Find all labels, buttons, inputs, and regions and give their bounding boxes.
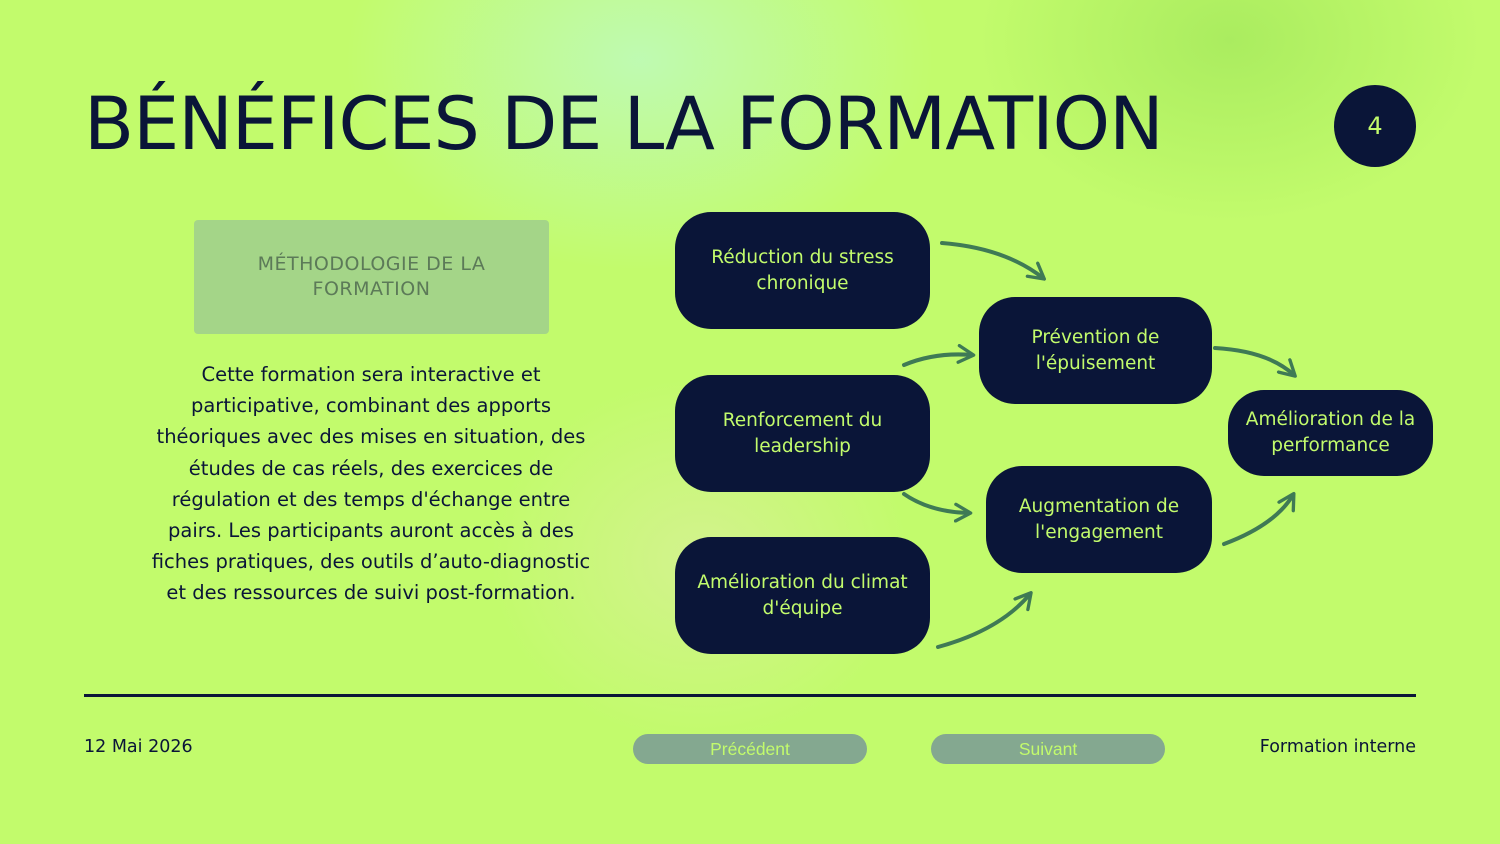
- node-team-climate: Amélioration du climat d'équipe: [675, 537, 930, 654]
- methodology-heading: MÉTHODOLOGIE DE LA FORMATION: [257, 253, 486, 300]
- arrow-leadership-to-engagement: [902, 492, 973, 523]
- node-prevention-label: Prévention de l'épuisement: [1031, 326, 1160, 374]
- node-leadership: Renforcement du leadership: [675, 375, 930, 492]
- node-burnout-prevention: Prévention de l'épuisement: [979, 297, 1212, 404]
- footer-divider: [84, 694, 1416, 697]
- arrow-climat-to-engagement: [936, 591, 1033, 649]
- node-leadership-label: Renforcement du leadership: [722, 409, 883, 457]
- arrow-leadership-to-prevention: [902, 343, 976, 367]
- node-stress-reduction: Réduction du stress chronique: [675, 212, 930, 329]
- previous-button[interactable]: Précédent: [633, 734, 867, 764]
- node-stress-label: Réduction du stress chronique: [711, 246, 894, 294]
- arrow-engagement-to-performance: [1222, 491, 1296, 546]
- arrow-stress-to-prevention: [940, 241, 1046, 281]
- node-engagement: Augmentation de l'engagement: [986, 466, 1212, 573]
- node-engagement-label: Augmentation de l'engagement: [1018, 495, 1180, 543]
- footer-brand: Formation interne: [1259, 737, 1416, 757]
- node-performance-label: Amélioration de la performance: [1245, 409, 1416, 456]
- page-number-badge: 4: [1334, 85, 1416, 167]
- slide-title: BÉNÉFICES DE LA FORMATION: [84, 82, 1164, 167]
- footer-date: 12 Mai 2026: [84, 737, 193, 757]
- arrow-prevention-to-performance: [1213, 346, 1297, 378]
- next-button[interactable]: Suivant: [931, 734, 1165, 764]
- node-climat-label: Amélioration du climat d'équipe: [697, 571, 908, 619]
- methodology-heading-box: MÉTHODOLOGIE DE LA FORMATION: [194, 220, 549, 334]
- node-performance: Amélioration de la performance: [1228, 390, 1433, 476]
- methodology-description: Cette formation sera interactive et part…: [151, 363, 591, 605]
